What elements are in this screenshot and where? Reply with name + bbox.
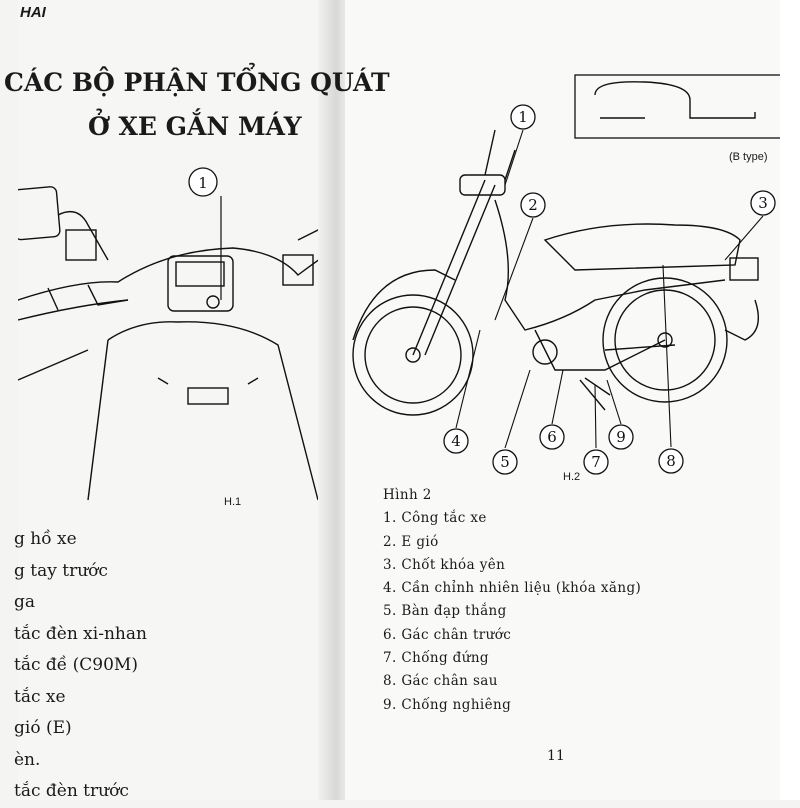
book-gutter bbox=[318, 0, 348, 800]
list-item: 8. Gác chân sau bbox=[383, 673, 498, 690]
svg-text:1: 1 bbox=[198, 174, 208, 192]
callout-6: 6 bbox=[539, 424, 565, 450]
list-item: tắc đèn trước bbox=[14, 781, 129, 801]
handlebar-diagram: 1 bbox=[18, 167, 333, 501]
caption-title: Hình 2 bbox=[383, 487, 432, 503]
callout-3: 3 bbox=[750, 190, 776, 216]
page-edge bbox=[780, 0, 800, 800]
part-list-left: g hồ xe g tay trước ga tắc đèn xi-nhan t… bbox=[14, 524, 147, 808]
list-item: tắc đề (C90M) bbox=[14, 655, 138, 675]
list-item: g hồ xe bbox=[14, 529, 77, 549]
b-type-inset bbox=[574, 74, 780, 139]
chapter-header: HAI bbox=[20, 4, 46, 21]
callout-2: 2 bbox=[520, 192, 546, 218]
inset-label: (B type) bbox=[729, 151, 768, 163]
svg-text:3: 3 bbox=[758, 194, 768, 212]
page-title-line2: Ở XE GẮN MÁY bbox=[88, 112, 302, 141]
svg-text:6: 6 bbox=[547, 428, 557, 446]
page-number: 11 bbox=[547, 748, 565, 764]
svg-text:8: 8 bbox=[666, 452, 676, 470]
page-title-line1: CÁC BỘ PHẬN TỔNG QUÁT bbox=[4, 68, 390, 97]
list-item: tắc đèn xi-nhan bbox=[14, 623, 147, 644]
callout-1: 1 bbox=[188, 167, 218, 197]
right-page: 1 2 3 4 5 6 7 8 9 (B type) H.2 Hình 2 1.… bbox=[345, 0, 780, 800]
list-item: 4. Cần chỉnh nhiên liệu (khóa xăng) bbox=[383, 580, 642, 597]
callout-7: 7 bbox=[583, 449, 609, 475]
list-item: 7. Chống đứng bbox=[383, 650, 489, 667]
list-item: 3. Chốt khóa yên bbox=[383, 556, 506, 573]
list-item: 2. E gió bbox=[383, 533, 439, 550]
svg-text:7: 7 bbox=[591, 453, 601, 471]
callout-1: 1 bbox=[510, 104, 536, 130]
left-page: HAI CÁC BỘ PHẬN TỔNG QUÁT Ở XE GẮN MÁY 1… bbox=[4, 0, 390, 801]
list-item: 5. Bàn đạp thắng bbox=[383, 603, 507, 620]
svg-text:5: 5 bbox=[500, 453, 510, 471]
list-item: èn. bbox=[14, 749, 41, 770]
list-item: 9. Chống nghiêng bbox=[383, 696, 512, 713]
figure-label-h1: H.1 bbox=[224, 496, 242, 508]
part-list-right: Hình 2 1. Công tắc xe 2. E gió 3. Chốt k… bbox=[383, 484, 641, 717]
svg-text:4: 4 bbox=[451, 432, 461, 450]
svg-text:2: 2 bbox=[528, 196, 538, 214]
callout-4: 4 bbox=[443, 428, 469, 454]
callout-5: 5 bbox=[492, 449, 518, 475]
list-item: ga bbox=[14, 592, 36, 612]
callout-9: 9 bbox=[608, 424, 634, 450]
list-item: 6. Gác chân trước bbox=[383, 626, 512, 643]
list-item: gió (E) bbox=[14, 718, 72, 738]
list-item: g tay trước bbox=[14, 560, 108, 581]
list-item: 1. Công tắc xe bbox=[383, 510, 487, 527]
callout-8: 8 bbox=[658, 448, 684, 474]
list-item: tắc xe bbox=[14, 686, 66, 707]
motorcycle-diagram: 1 2 3 4 5 6 7 8 9 bbox=[352, 74, 780, 475]
figure-label-h2: H.2 bbox=[563, 471, 581, 483]
svg-text:1: 1 bbox=[518, 108, 528, 126]
svg-text:9: 9 bbox=[616, 428, 626, 446]
